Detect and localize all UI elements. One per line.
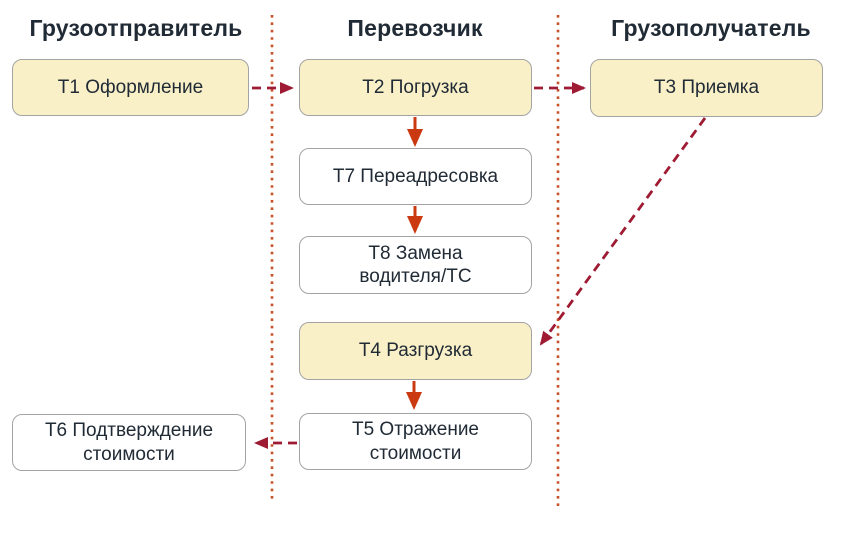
node-t4-unloading: Т4 Разгрузка — [299, 322, 532, 380]
node-t1-label: Т1 Оформление — [57, 76, 204, 98]
node-t2-loading: Т2 Погрузка — [299, 59, 532, 116]
column-header-shipper: Грузоотправитель — [29, 15, 243, 41]
node-t3-acceptance: Т3 Приемка — [590, 59, 823, 117]
node-t6-label: Т6 Подтверждение стоимости — [44, 420, 214, 465]
node-t5-cost-reflection: Т5 Отражение стоимости — [299, 413, 532, 470]
node-t5-label: Т5 Отражение стоимости — [351, 419, 480, 464]
node-t6-cost-confirmation: Т6 Подтверждение стоимости — [12, 414, 246, 471]
column-header-consignee: Грузополучатель — [611, 15, 811, 41]
node-t1-registration: Т1 Оформление — [12, 59, 249, 116]
node-t8-label: Т8 Замена водителя/ТС — [359, 242, 472, 287]
node-t7-label: Т7 Переадресовка — [332, 165, 499, 187]
node-t3-label: Т3 Приемка — [653, 77, 760, 99]
edge-t3-to-t4 — [539, 117, 707, 346]
node-t8-driver-vehicle-change: Т8 Замена водителя/ТС — [299, 236, 532, 294]
node-t4-label: Т4 Разгрузка — [358, 340, 473, 362]
node-t7-redirection: Т7 Переадресовка — [299, 148, 532, 205]
column-header-carrier: Перевозчик — [347, 15, 483, 41]
node-t2-label: Т2 Погрузка — [362, 76, 469, 98]
